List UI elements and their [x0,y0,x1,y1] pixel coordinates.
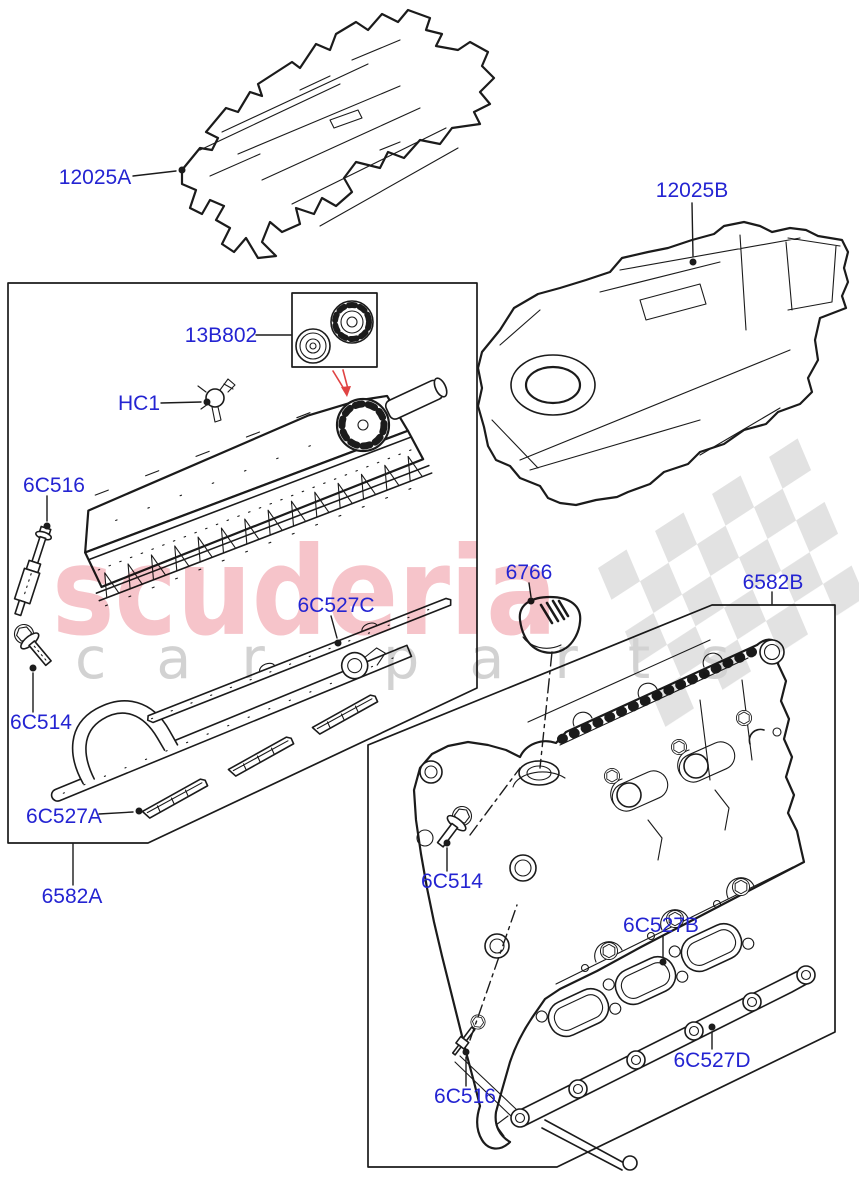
callout-6c514-right-label[interactable]: 6C514 [421,870,483,893]
cover-rh-filler-hole [518,760,560,786]
cover-12025a-outline [180,8,496,260]
callout-6c516-left-label[interactable]: 6C516 [23,474,85,497]
callout-labels: 12025A 12025B 13B802 HC1 6C516 6C527C 6C… [10,166,803,1108]
callout-hc1-label[interactable]: HC1 [118,392,160,415]
callout-6c527c-label[interactable]: 6C527C [297,594,374,617]
flag-square [697,525,740,577]
gasket-6c527b-set [535,922,755,1038]
bolt-6c514-axis [469,767,521,836]
flag-square [739,538,782,590]
gasket-6c527c [146,597,452,724]
cover-lh-filler-cap [335,377,448,453]
callout-6c527b-label[interactable]: 6C527B [623,914,699,937]
callout-6766-label[interactable]: 6766 [506,561,553,584]
flag-square [640,562,683,614]
callout-6c514-left-label[interactable]: 6C514 [10,711,72,734]
inset-frame [291,292,378,368]
cover-rh-ports [603,709,765,812]
bolt-6c514-right [436,802,476,848]
flag-square [823,565,859,616]
flag-square [712,475,755,526]
cover-lh-flange [50,644,413,802]
checkered-flag [598,438,859,727]
flag-square [598,549,641,600]
bolt-6c516-axis [469,904,518,1041]
flag-square [708,639,751,690]
flag-square [766,602,809,653]
part-drawing-hc1-clip [197,378,236,423]
callout-12025b-label[interactable]: 12025B [656,179,728,202]
detail-box-left-6582a [7,282,478,844]
bolt-6c516-left [13,525,53,617]
cover-12025b-detail-lines [491,234,841,471]
oil-cap-view [330,300,374,344]
flag-square [651,676,694,727]
flag-square [781,552,824,603]
callout-6c527d-label[interactable]: 6C527D [673,1049,750,1072]
part-drawing-6766-cap [518,595,582,769]
flag-square [754,488,797,539]
callout-6c516-right-label[interactable]: 6C516 [434,1085,496,1108]
filler-hole [524,365,582,405]
watermark-brand-text: scuderia [52,521,557,663]
cap-assembly-axis [539,651,553,769]
bolt-6c514-left [10,620,52,667]
callout-13b802-label[interactable]: 13B802 [185,324,257,347]
flag-square [624,613,667,664]
callout-6582b-label[interactable]: 6582B [743,571,804,594]
flag-square [666,626,709,677]
gasket-6c527a-strips [141,694,379,819]
part-drawing-12025a [180,8,496,260]
flag-square [796,501,839,553]
bolt-6c516-right [451,1011,489,1056]
callout-6c527a-label[interactable]: 6C527A [26,805,102,828]
flag-square [682,576,725,627]
cover-lh-body [84,394,433,607]
part-drawing-camshaft-cover-lh [10,377,452,819]
part-drawing-12025b [476,220,850,507]
callout-6582a-label[interactable]: 6582A [42,885,103,908]
callout-12025a-label[interactable]: 12025A [59,166,131,189]
cover-lh-spikes [95,455,433,607]
filler-boss-outer [510,354,596,416]
gasket-6c527d [454,965,816,1137]
watermark-subtext: car parts [75,626,730,692]
inset-box-13b802 [291,292,378,368]
red-arrow-13b802 [332,369,351,397]
callout-leaders [29,166,773,1087]
cover-12025a-detail-lines [199,39,459,227]
cap-seal-view [295,328,331,364]
gasket-grommets [510,965,816,1128]
flag-square [769,438,812,489]
cover-12025b-outline [476,220,850,507]
line-art-layer [7,8,850,1171]
flag-square [655,512,698,563]
flag-square [724,589,767,640]
